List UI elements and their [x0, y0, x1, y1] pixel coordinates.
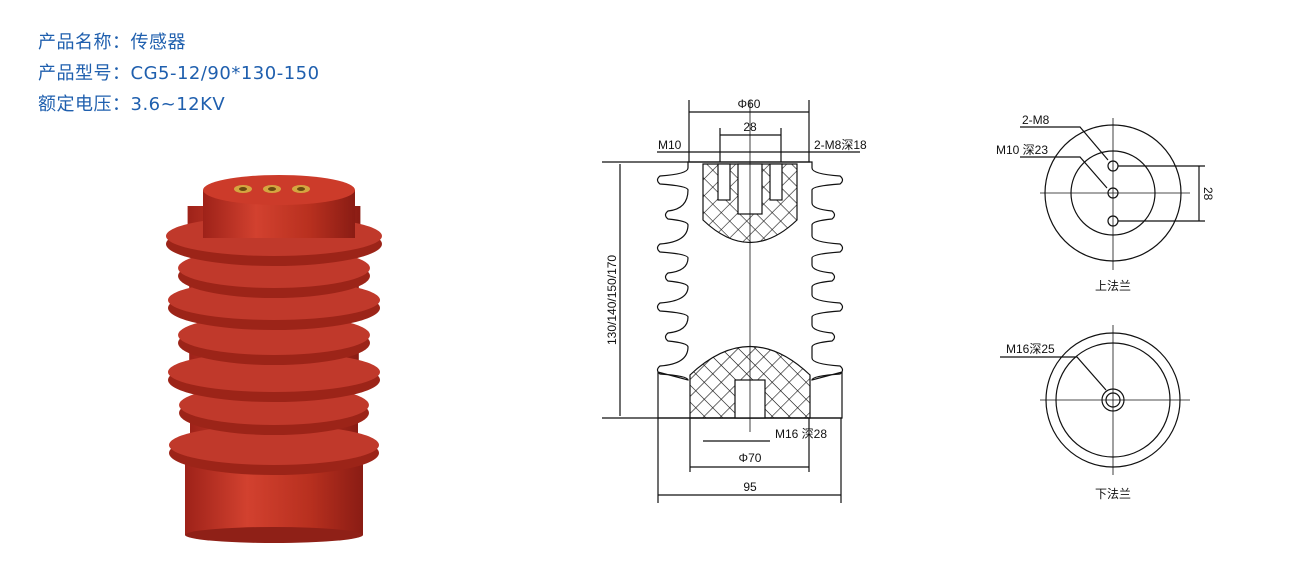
top-flange-view	[1020, 118, 1205, 270]
label-m16-depth: M16深25	[1006, 342, 1055, 356]
label-m10: M10	[658, 138, 682, 152]
dim-28-flange: 28	[1201, 187, 1215, 201]
bottom-flange-caption: 下法兰	[1095, 487, 1131, 501]
value: CG5-12/90*130-150	[130, 63, 320, 84]
label: 产品名称：	[38, 32, 131, 53]
dim-95: 95	[743, 480, 757, 494]
dim-28: 28	[743, 120, 757, 134]
label-m8: 2-M8深18	[814, 138, 867, 152]
dim-phi60: Φ60	[738, 97, 761, 111]
value: 3.6~12KV	[130, 94, 226, 115]
label-m16: M16 深28	[775, 427, 827, 441]
label-m10-depth: M10 深23	[996, 143, 1048, 157]
dim-phi70: Φ70	[739, 451, 762, 465]
product-name: 产品名称：传感器	[38, 28, 186, 54]
label-2-m8: 2-M8	[1022, 113, 1050, 127]
label: 额定电压：	[38, 94, 131, 115]
dim-height: 130/140/150/170	[605, 255, 619, 345]
value: 传感器	[130, 32, 186, 53]
shed-profile	[656, 161, 844, 419]
side-view-drawing	[602, 100, 860, 503]
top-flange-caption: 上法兰	[1095, 279, 1131, 293]
insulator-photo	[166, 175, 382, 543]
bottom-flange-view	[1000, 325, 1190, 475]
rated-voltage: 额定电压：3.6~12KV	[38, 90, 225, 116]
product-model: 产品型号：CG5-12/90*130-150	[38, 59, 320, 85]
label: 产品型号：	[38, 63, 131, 84]
